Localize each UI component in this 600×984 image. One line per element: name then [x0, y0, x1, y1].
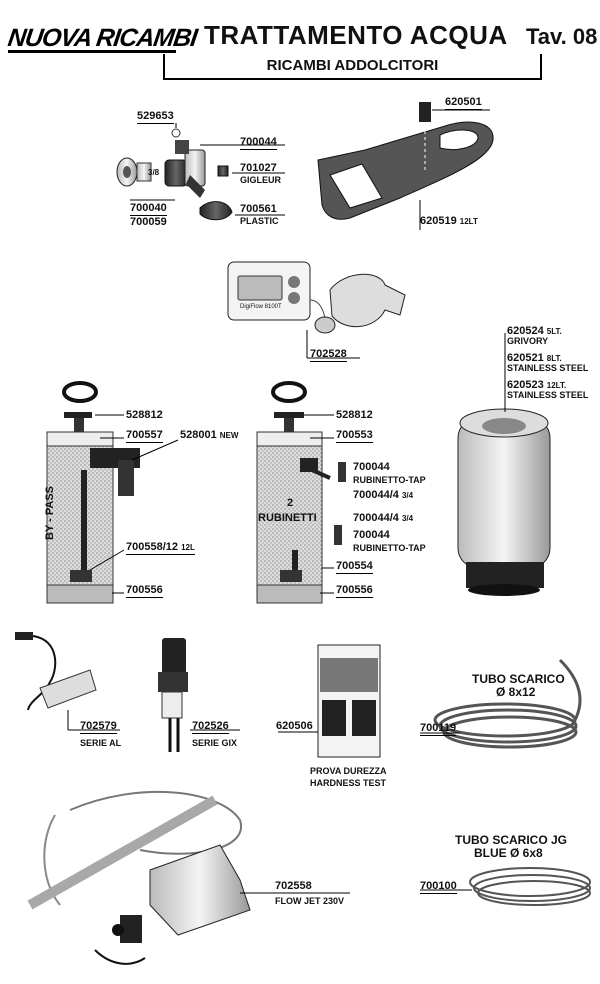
- part-700553: 700553: [336, 429, 373, 443]
- part-620501: 620501: [445, 96, 482, 110]
- flow-jet-pump: [27, 790, 251, 965]
- serie-al-label: SERIE AL: [80, 738, 122, 748]
- hardness-test-kit: [317, 644, 381, 758]
- part-620521: 620521 8LT.: [507, 352, 562, 364]
- page-subtitle: RICAMBI ADDOLCITORI: [163, 54, 542, 80]
- sensor-serie-al: [15, 632, 97, 711]
- part-700561: 700561: [240, 203, 277, 215]
- part-701027: 701027: [240, 162, 277, 174]
- serie-gix-label: SERIE GIX: [192, 738, 238, 748]
- hardness-test: HARDNESS TEST: [310, 778, 387, 788]
- discharge-tube-8x12: [433, 658, 582, 749]
- part-700556-b: 700556: [336, 584, 373, 598]
- part-700059: 700059: [130, 216, 167, 228]
- stainless-label-2: STAINLESS STEEL: [507, 390, 589, 400]
- tap-count: 2: [287, 497, 294, 509]
- part-528812-a: 528812: [126, 409, 163, 421]
- part-700044-b: 700044: [353, 461, 390, 473]
- part-620506: 620506: [276, 720, 313, 732]
- part-700100: 700100: [420, 880, 457, 894]
- gigleur-label: GIGLEUR: [240, 175, 282, 185]
- brand-underline: [8, 50, 176, 53]
- part-700119: 700119: [420, 722, 457, 736]
- part-620523: 620523 12LT.: [507, 379, 567, 391]
- tubo-scarico-size: Ø 8x12: [496, 685, 536, 699]
- size-3-8: 3/8: [148, 168, 160, 177]
- part-702558: 702558: [275, 880, 312, 892]
- rubinetto-tap-1: RUBINETTO-TAP: [353, 475, 426, 485]
- part-702526: 702526: [192, 720, 229, 734]
- part-700044-4-a: 700044/4 3/4: [353, 489, 414, 501]
- part-528001: 528001 NEW: [180, 429, 239, 441]
- plastic-label: PLASTIC: [240, 216, 279, 226]
- brine-plate: [317, 102, 494, 220]
- resin-vessel: [457, 408, 551, 596]
- table-number: Tav. 08: [526, 24, 598, 49]
- part-700556-a: 700556: [126, 584, 163, 598]
- grivory-label: GRIVORY: [507, 336, 549, 346]
- part-700557: 700557: [126, 429, 163, 443]
- prova-durezza: PROVA DUREZZA: [310, 766, 387, 776]
- softener-tank-bypass: [46, 381, 140, 604]
- part-702528: 702528: [310, 348, 347, 362]
- part-528812-b: 528812: [336, 409, 373, 421]
- softener-tank-2-taps: [256, 381, 346, 604]
- page-title: TRATTAMENTO ACQUA: [204, 20, 508, 50]
- digiflow-meter: [227, 261, 406, 334]
- part-620524: 620524 5LT.: [507, 325, 562, 337]
- sensor-serie-gix: [158, 638, 188, 752]
- rubinetti-label: RUBINETTI: [258, 512, 317, 524]
- bypass-label: BY - PASS: [44, 486, 56, 540]
- digiflow-display-text: DigiFlow 8100T: [240, 304, 282, 310]
- part-700044-c: 700044: [353, 529, 390, 541]
- part-620519: 620519 12LT: [420, 215, 478, 227]
- part-529653: 529653: [137, 110, 174, 124]
- part-700554: 700554: [336, 560, 373, 574]
- stainless-label-1: STAINLESS STEEL: [507, 363, 589, 373]
- part-702579: 702579: [80, 720, 117, 734]
- part-700044-4-b: 700044/4 3/4: [353, 512, 414, 524]
- flow-jet-label: FLOW JET 230V: [275, 896, 345, 906]
- valve-assembly: [116, 128, 233, 221]
- part-700558-12: 700558/12 12L: [126, 541, 195, 555]
- tubo-scarico-jg-title: TUBO SCARICO JG: [455, 833, 568, 847]
- rubinetto-tap-2: RUBINETTO-TAP: [353, 543, 426, 553]
- discharge-tube-6x8: [469, 867, 591, 906]
- part-700040: 700040: [130, 202, 167, 216]
- part-700044: 700044: [240, 136, 277, 150]
- tubo-scarico-title: TUBO SCARICO: [472, 672, 565, 686]
- tubo-scarico-jg-size: BLUE Ø 6x8: [474, 846, 543, 860]
